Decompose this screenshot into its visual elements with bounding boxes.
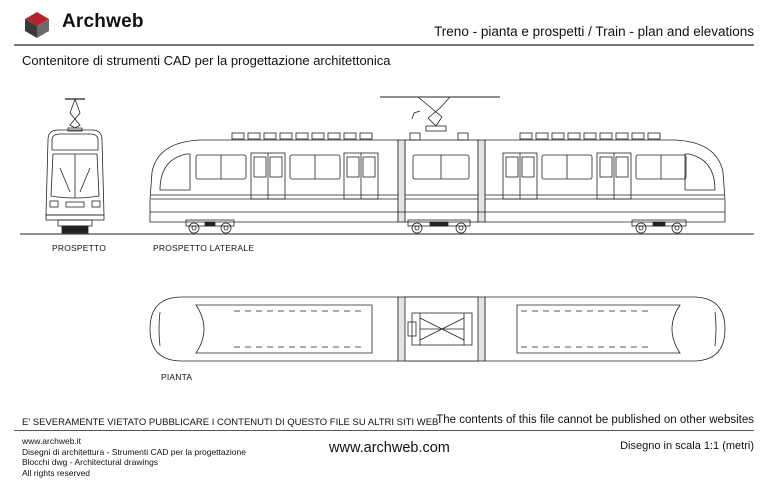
label-side-elevation: PROSPETTO LATERALE [153, 243, 255, 253]
roof-units-right [519, 132, 661, 140]
footer-line-site[interactable]: www.archweb.it [22, 436, 82, 446]
footer-website-link[interactable]: www.archweb.com [329, 440, 450, 456]
bogie-left [185, 219, 235, 234]
bogie-right [631, 219, 687, 234]
header-divider [14, 44, 754, 46]
copyright-notice-en: The contents of this file cannot be publ… [436, 414, 754, 426]
footer-line-description: Disegni di architettura - Strumenti CAD … [22, 446, 246, 457]
footer-line-rights: All rights reserved [22, 467, 91, 478]
roof-units-left [231, 132, 373, 140]
side-elevation [149, 96, 726, 234]
footer-line-blocks: Blocchi dwg - Architectural drawings [22, 457, 159, 467]
front-elevation [45, 98, 105, 234]
plan-view [149, 296, 726, 362]
page-title: Treno - pianta e prospetti / Train - pla… [434, 24, 754, 39]
page-subtitle: Contenitore di strumenti CAD per la prog… [22, 53, 391, 68]
footer-credits: www.archweb.it Disegni di architettura -… [22, 436, 246, 478]
label-front-elevation: PROSPETTO [52, 243, 107, 253]
copyright-notice-it: E' SEVERAMENTE VIETATO PUBBLICARE I CONT… [22, 417, 439, 428]
archweb-logo-icon [25, 12, 49, 38]
bogie-center [407, 219, 471, 234]
drawing-scale: Disegno in scala 1:1 (metri) [620, 440, 754, 452]
footer-divider [14, 430, 754, 431]
brand-name: Archweb [62, 11, 144, 32]
label-plan: PIANTA [161, 372, 193, 382]
